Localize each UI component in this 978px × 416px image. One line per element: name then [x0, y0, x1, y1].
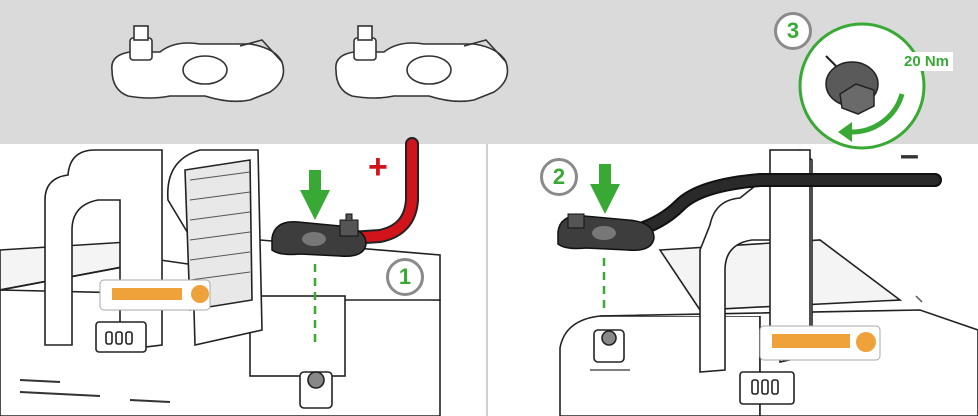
terminal-clamp-icon — [557, 213, 655, 251]
terminal-clamp-icon — [271, 213, 367, 257]
positive-sign: + — [368, 148, 388, 186]
down-arrow-icon — [590, 164, 620, 214]
black-cable — [625, 175, 940, 237]
down-arrow-icon — [300, 170, 330, 220]
step-2-badge: 2 — [540, 158, 578, 196]
red-cable — [345, 139, 417, 243]
terminal-clamp-icon — [111, 25, 285, 103]
panel-divider — [486, 144, 488, 416]
terminal-clamp-icon — [335, 25, 509, 103]
wrench-rotate-icon — [798, 22, 926, 150]
torque-label: 20 Nm — [900, 52, 954, 71]
step-3-badge: 3 — [774, 12, 812, 50]
step-1-badge: 1 — [386, 258, 424, 296]
battery-right — [559, 148, 978, 416]
negative-sign: – — [900, 136, 919, 174]
battery-left — [0, 149, 441, 416]
